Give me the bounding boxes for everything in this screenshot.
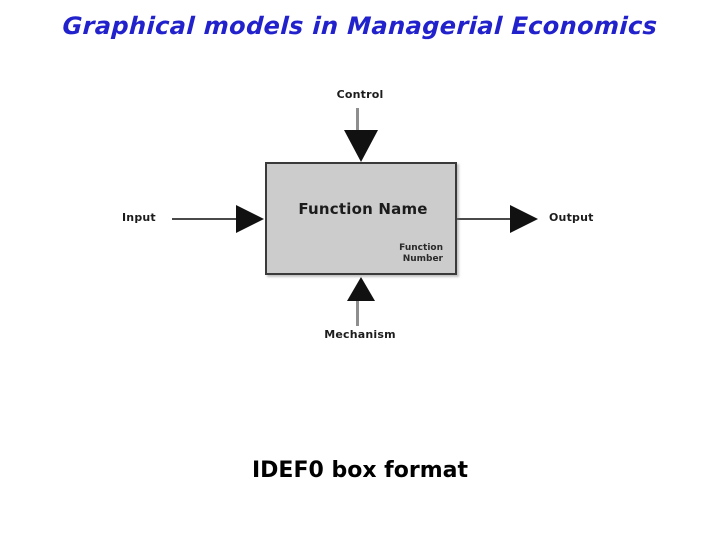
mechanism-arrow-line xyxy=(356,296,359,326)
mechanism-arrowhead-icon xyxy=(347,277,375,301)
input-arrowhead-icon xyxy=(236,205,264,233)
input-arrow-line xyxy=(172,218,238,220)
figure-caption: IDEF0 box format xyxy=(251,458,468,483)
function-number-label: Function Number xyxy=(351,243,443,265)
arrow-label-output: Output xyxy=(549,211,594,224)
output-arrow-line xyxy=(457,218,513,220)
function-number-line-1: Function xyxy=(399,243,443,253)
arrow-label-input: Input xyxy=(122,211,156,224)
arrow-label-mechanism: Mechanism xyxy=(324,328,396,341)
output-arrowhead-icon xyxy=(510,205,538,233)
arrow-label-control: Control xyxy=(336,88,384,101)
function-number-line-2: Number xyxy=(402,254,443,264)
control-arrow-line xyxy=(356,108,359,140)
function-box: Function Name Function Number xyxy=(265,162,457,275)
function-name-label: Function Name xyxy=(298,200,428,218)
control-arrowhead-icon xyxy=(344,130,378,162)
idef0-diagram: Control Input Output Mechanism Function … xyxy=(122,88,594,341)
